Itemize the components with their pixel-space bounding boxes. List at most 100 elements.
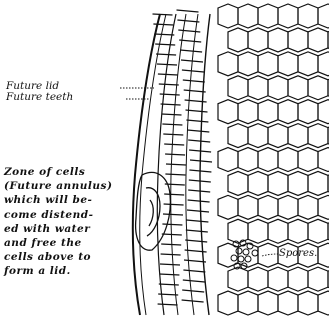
label-zone-description: Zone of cells(Future annulus)which will … [4, 165, 112, 279]
cell-outline [218, 291, 238, 315]
zone-text-line: form a lid. [4, 264, 112, 278]
cell-outline [248, 76, 268, 100]
cell-outline [288, 124, 308, 148]
wall-cell-division [160, 264, 180, 265]
cell-outline [288, 219, 308, 243]
cell-outline [258, 291, 278, 315]
wall-cell-division [188, 140, 210, 142]
cell-outline [308, 124, 328, 148]
cell-outline [298, 291, 318, 315]
cell-outline [318, 195, 329, 219]
cell-outline [278, 100, 298, 124]
wall-cell-division [165, 154, 185, 155]
cell-outline [298, 4, 318, 28]
cell-outline [318, 52, 329, 76]
cell-outline [258, 100, 278, 124]
cell-outline [258, 148, 278, 172]
cell-outline [248, 171, 268, 195]
wall-cell-division [188, 200, 210, 202]
cell-outline [288, 267, 308, 291]
cell-outline [318, 4, 329, 28]
label-spores: Spores. [279, 248, 317, 259]
cell-outline [248, 28, 268, 52]
zone-text-line: cells above to [4, 250, 112, 264]
cell-outline [278, 195, 298, 219]
wall-cell-division [162, 114, 182, 115]
cell-outline [238, 4, 258, 28]
cell-outline [218, 4, 238, 28]
wall-cell-division [179, 40, 201, 42]
cell-outline [288, 28, 308, 52]
wall-cell-division [166, 164, 186, 165]
wall-cell-division [159, 284, 179, 285]
cell-outline [278, 4, 298, 28]
cell-outline [258, 195, 278, 219]
wall-cell-division [185, 100, 207, 102]
cell-outline [228, 267, 248, 291]
cell-outline [258, 4, 278, 28]
capsule-wall-outline [133, 14, 210, 315]
zone-text-line: which will be- [4, 193, 112, 207]
cell-outline [238, 195, 258, 219]
cell-outline [268, 267, 288, 291]
wall-cell-division [164, 204, 184, 205]
wall-cell-division [153, 14, 173, 15]
cell-outline [218, 195, 238, 219]
wall-cell-division [162, 124, 182, 125]
wall-cell-division [183, 80, 205, 82]
zone-text-line: ed with water [4, 222, 112, 236]
wall-cell-division [160, 94, 180, 95]
wall-cell-division [187, 210, 209, 212]
wall-cell-division [159, 84, 179, 85]
cell-outline [238, 291, 258, 315]
wall-cell-division [178, 30, 200, 32]
cell-outline [278, 52, 298, 76]
zone-text-line: and free the [4, 236, 112, 250]
cell-outline [228, 171, 248, 195]
wall-cell-division [163, 214, 183, 215]
wall-cell-division [159, 274, 179, 275]
cell-outline [218, 148, 238, 172]
cell-outline [238, 100, 258, 124]
cell-outline [308, 171, 328, 195]
cell-outline [218, 52, 238, 76]
cell-outline [228, 124, 248, 148]
cell-outline [268, 28, 288, 52]
cell-outline [318, 291, 329, 315]
cell-outline [218, 100, 238, 124]
wall-cell-division [186, 230, 208, 232]
wall-cell-division [182, 70, 204, 72]
wall-cell-division [158, 304, 178, 305]
cell-outline [308, 76, 328, 100]
wall-cell-division [180, 50, 202, 52]
cell-outline [238, 52, 258, 76]
cell-outline [248, 267, 268, 291]
wall-cell-division [161, 244, 181, 245]
wall-cell-division [177, 10, 199, 12]
wall-cell-division [162, 224, 182, 225]
cell-outline [228, 28, 248, 52]
cell-outline [298, 195, 318, 219]
cell-outline [228, 76, 248, 100]
wall-cell-division [183, 270, 205, 272]
cell-outline [268, 171, 288, 195]
wall-cell-division [188, 190, 210, 192]
wall-cell-division [161, 104, 181, 105]
cell-outline [288, 76, 308, 100]
cell-outline [258, 52, 278, 76]
wall-cell-division [182, 290, 204, 292]
cell-outline [248, 124, 268, 148]
cell-outline [308, 219, 328, 243]
wall-cell-division [187, 130, 209, 132]
label-future-teeth: Future teeth [6, 92, 73, 103]
cell-outline [268, 124, 288, 148]
cell-outline [308, 267, 328, 291]
zone-text-line: (Future annulus) [4, 179, 112, 193]
wall-cell-division [161, 254, 181, 255]
cell-outline [238, 243, 258, 267]
zone-text-line: Zone of cells [4, 165, 112, 179]
cell-outline [298, 100, 318, 124]
cell-outline [248, 219, 268, 243]
wall-cell-division [164, 194, 184, 195]
cell-outline [278, 291, 298, 315]
